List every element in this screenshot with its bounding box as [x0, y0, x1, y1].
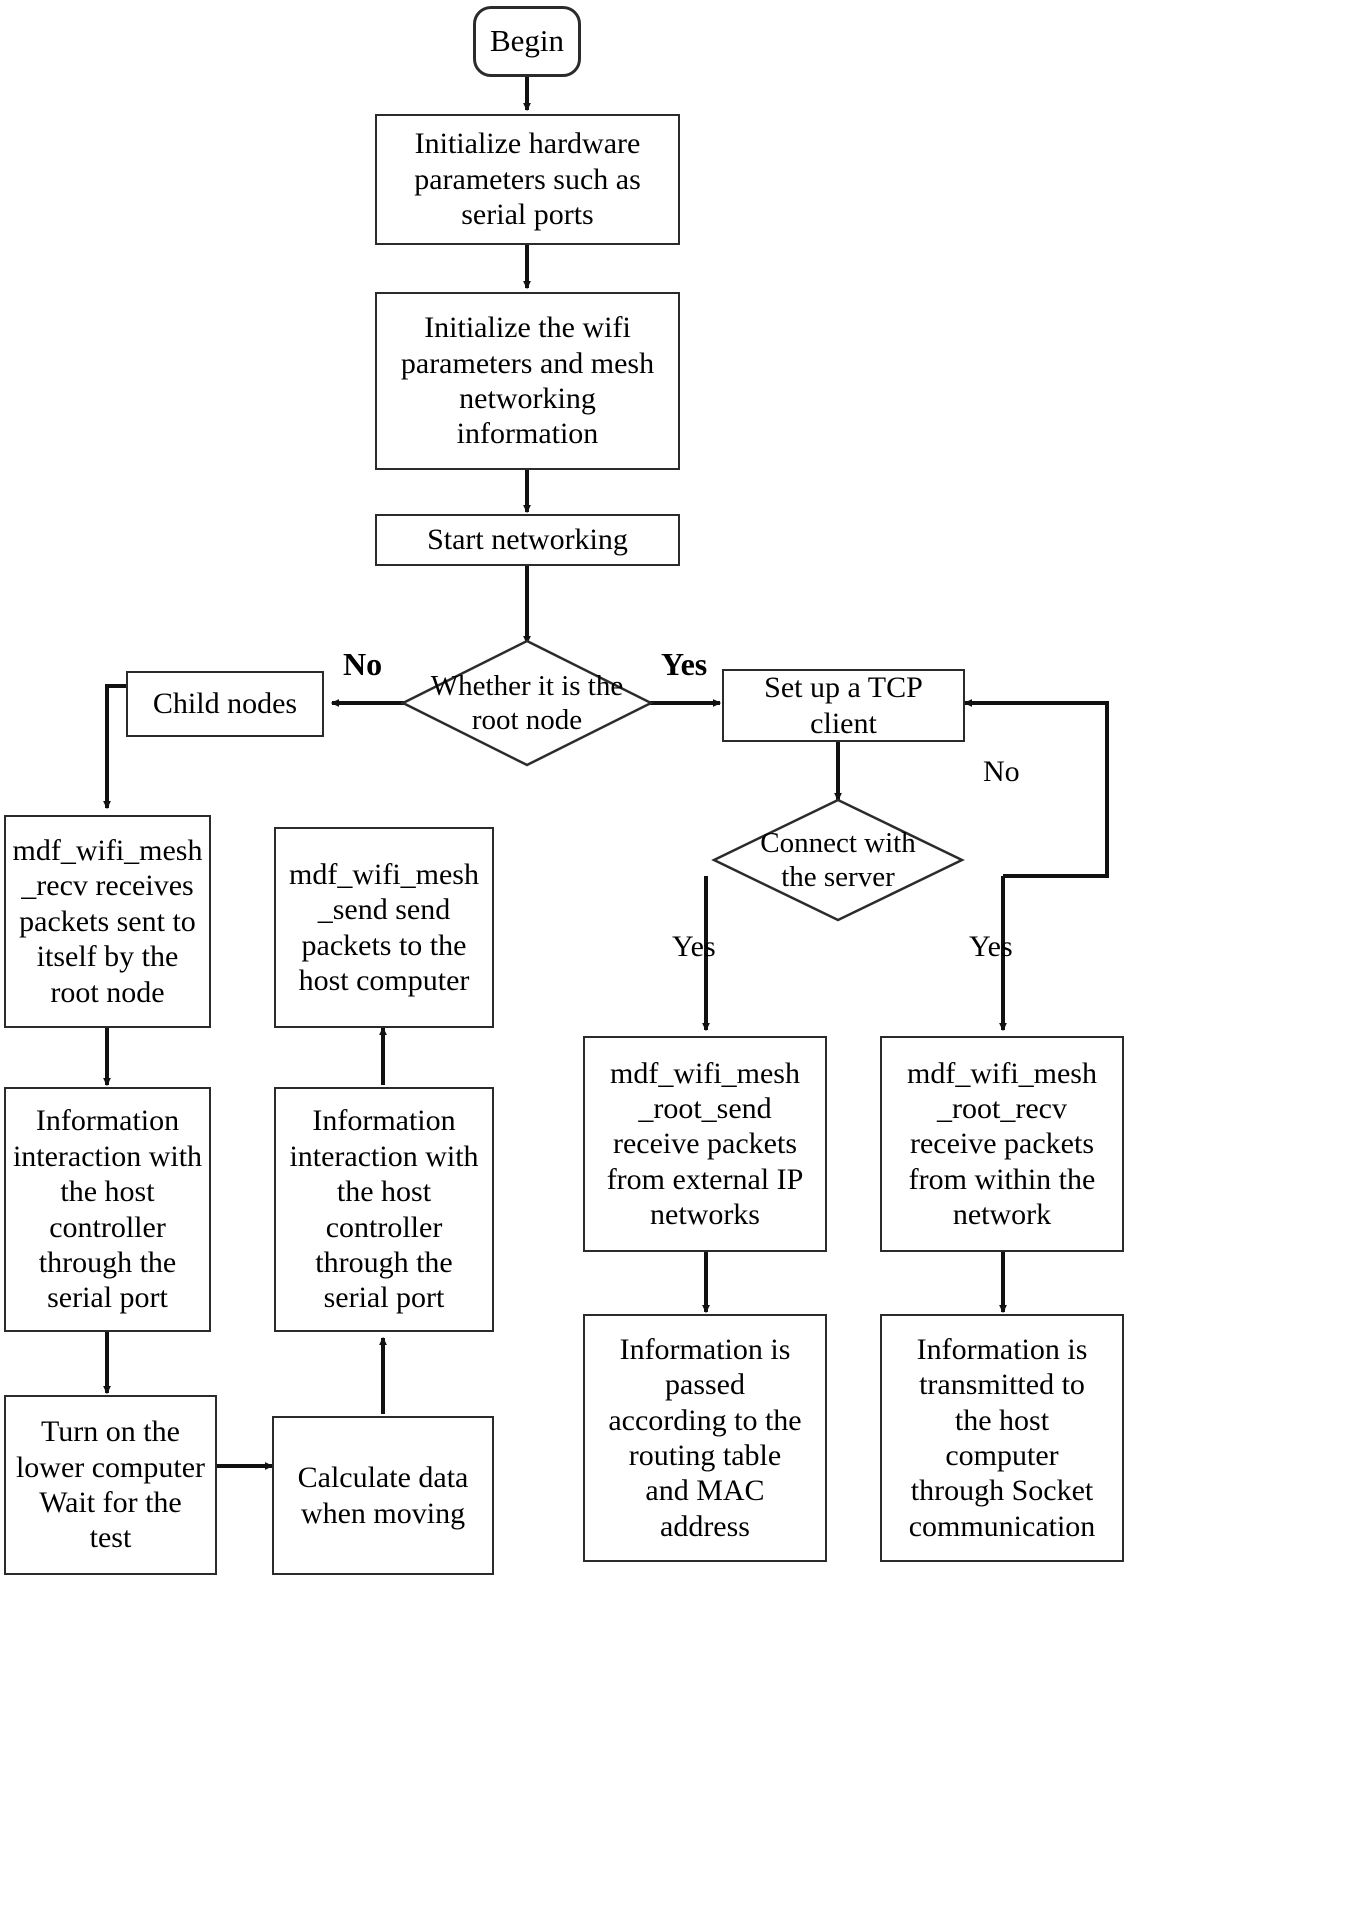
node-start-networking[interactable]: Start networking [375, 514, 680, 566]
node-mesh-recv-label: mdf_wifi_mesh _recv receives packets sen… [12, 834, 203, 1009]
node-tcp-client-label: Set up a TCP client [764, 671, 923, 740]
node-connect-server-decision-label: Connect with the server [760, 826, 916, 893]
edge-label-connect-yes-right: Yes [969, 930, 1013, 963]
edge-label-root-yes: Yes [661, 646, 708, 682]
node-initialize-wifi[interactable]: Initialize the wifi parameters and mesh … [375, 292, 680, 470]
node-root-recv[interactable]: mdf_wifi_mesh _root_recv receive packets… [880, 1036, 1124, 1252]
node-info-serial-left[interactable]: Information interaction with the host co… [4, 1087, 211, 1332]
node-begin[interactable]: Begin [473, 6, 581, 77]
node-root-send-label: mdf_wifi_mesh _root_send receive packets… [606, 1056, 804, 1232]
node-tcp-client[interactable]: Set up a TCP client [722, 669, 965, 742]
node-begin-label: Begin [489, 23, 565, 59]
node-turn-on-lower-computer-label: Turn on the lower computer Wait for the … [15, 1415, 206, 1555]
node-child-nodes[interactable]: Child nodes [126, 671, 324, 737]
node-connect-server-decision[interactable]: Connect with the server [714, 800, 962, 920]
edge-label-connect-yes-left: Yes [672, 930, 716, 963]
edge-label-root-no: No [343, 646, 383, 682]
node-mesh-recv[interactable]: mdf_wifi_mesh _recv receives packets sen… [4, 815, 211, 1028]
node-info-routing-label: Information is passed according to the r… [608, 1332, 802, 1543]
node-is-root-decision-label: Whether it is the root node [430, 669, 624, 736]
node-initialize-wifi-label: Initialize the wifi parameters and mesh … [400, 311, 655, 451]
node-mesh-send-label: mdf_wifi_mesh _send send packets to the … [289, 857, 479, 997]
node-info-routing[interactable]: Information is passed according to the r… [583, 1314, 827, 1562]
node-root-recv-label: mdf_wifi_mesh _root_recv receive packets… [907, 1056, 1097, 1232]
node-child-nodes-label: Child nodes [152, 687, 298, 721]
node-info-serial-right-label: Information interaction with the host co… [289, 1104, 479, 1315]
edge-connect-no-loop-to-tcp-client [963, 699, 1109, 878]
node-root-send[interactable]: mdf_wifi_mesh _root_send receive packets… [583, 1036, 827, 1252]
node-is-root-decision[interactable]: Whether it is the root node [403, 641, 651, 765]
node-initialize-hardware[interactable]: Initialize hardware parameters such as s… [375, 114, 680, 245]
node-info-serial-left-label: Information interaction with the host co… [12, 1104, 203, 1315]
node-calculate-data-label: Calculate data when moving [297, 1461, 469, 1530]
node-mesh-send[interactable]: mdf_wifi_mesh _send send packets to the … [274, 827, 494, 1028]
node-info-socket[interactable]: Information is transmitted to the host c… [880, 1314, 1124, 1562]
node-initialize-hardware-label: Initialize hardware parameters such as s… [414, 127, 641, 232]
node-info-socket-label: Information is transmitted to the host c… [908, 1332, 1096, 1543]
node-start-networking-label: Start networking [427, 523, 628, 557]
node-calculate-data[interactable]: Calculate data when moving [272, 1416, 494, 1575]
node-info-serial-right[interactable]: Information interaction with the host co… [274, 1087, 494, 1332]
node-turn-on-lower-computer[interactable]: Turn on the lower computer Wait for the … [4, 1395, 217, 1575]
edge-label-connect-no: No [983, 755, 1020, 788]
